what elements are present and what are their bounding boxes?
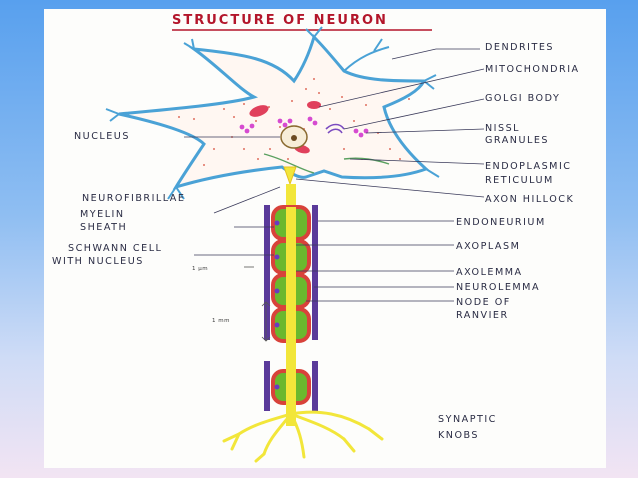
label-node-2: Ranvier xyxy=(456,310,509,321)
label-neurofibrillae: Neurofibrillae xyxy=(82,193,186,204)
diagram-sheet: Structure Of Neuron xyxy=(44,9,606,468)
label-golgi-body: Golgi Body xyxy=(485,93,561,104)
soma xyxy=(118,34,429,190)
axon-terminals xyxy=(222,410,384,463)
label-axon-hillock: Axon Hillock xyxy=(485,194,575,205)
myelin-sheath xyxy=(271,205,311,407)
label-synaptic-1: Synaptic xyxy=(438,414,497,425)
nissl-granules xyxy=(239,116,369,138)
endoplasmic-reticulum xyxy=(263,153,390,174)
nucleus xyxy=(280,125,308,149)
label-nissl-1: Nissl xyxy=(485,123,521,134)
label-scale-millimeter: 1 mm xyxy=(212,318,230,324)
label-schwann-1: Schwann Cell xyxy=(68,243,163,254)
label-nissl-2: Granules xyxy=(485,135,549,146)
label-axolemma: Axolemma xyxy=(456,267,523,278)
label-nucleus: Nucleus xyxy=(74,131,130,142)
label-scale-micrometer: 1 μm xyxy=(192,266,209,272)
label-myelin-1: Myelin xyxy=(80,209,125,220)
label-endoneurium: Endoneurium xyxy=(456,217,546,228)
label-er-2: Reticulum xyxy=(485,175,554,186)
label-dendrites: Dendrites xyxy=(485,42,555,53)
label-axoplasm: Axoplasm xyxy=(456,241,521,252)
leader-lines xyxy=(184,48,485,302)
neuron-drawing xyxy=(105,26,485,463)
diagram-title: Structure Of Neuron xyxy=(172,13,388,28)
label-neurolemma: Neurolemma xyxy=(456,282,541,293)
scale-bars xyxy=(244,266,271,342)
label-node-1: Node Of xyxy=(456,297,511,308)
label-synaptic-2: Knobs xyxy=(438,430,480,441)
label-mitochondria: Mitochondria xyxy=(485,64,580,75)
golgi-body xyxy=(325,123,345,134)
label-schwann-2: With Nucleus xyxy=(52,256,144,267)
label-er-1: Endoplasmic xyxy=(485,161,572,172)
dendrites xyxy=(105,26,440,200)
label-myelin-2: Sheath xyxy=(80,222,128,233)
